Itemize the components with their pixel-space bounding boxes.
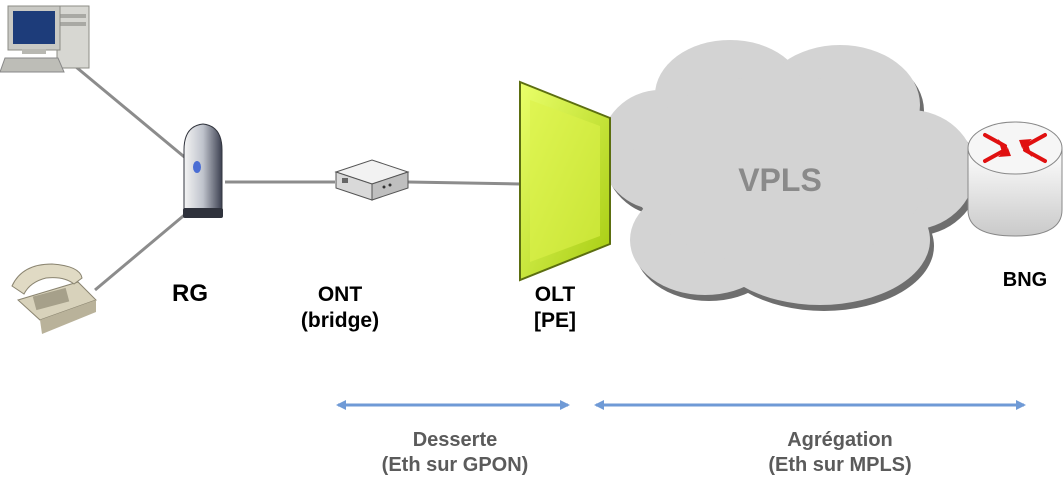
vpls-label: VPLS (738, 162, 822, 198)
agregation-label-line2: (Eth sur MPLS) (768, 454, 912, 476)
desserte-label: Desserte (Eth sur GPON) (340, 428, 570, 478)
agregation-label-line1: Agrégation (787, 429, 893, 451)
olt-label-line2: [PE] (534, 309, 576, 333)
olt-label-line1: OLT (534, 283, 576, 306)
ont-label-line1: ONT (317, 283, 363, 306)
link-phone-rg (94, 210, 189, 292)
residential-gateway-icon (183, 123, 223, 218)
cloud-icon (600, 40, 979, 311)
desserte-label-line1: Desserte (412, 429, 498, 451)
ont-label: ONT (bridge) (280, 282, 400, 335)
link-ont-olt (407, 180, 521, 186)
olt-label: OLT [PE] (515, 282, 595, 335)
computer-icon (0, 5, 90, 73)
router-icon (967, 121, 1063, 237)
desserte-label-line2: (Eth sur GPON) (381, 454, 529, 476)
ont-label-line2: (bridge) (300, 309, 380, 333)
phone-icon (11, 263, 97, 334)
link-computer-rg (69, 60, 189, 162)
agregation-label: Agrégation (Eth sur MPLS) (720, 428, 960, 478)
links (69, 60, 521, 292)
ont-device-icon (334, 159, 410, 201)
bng-label: BNG (1002, 269, 1048, 291)
olt-device-icon (519, 80, 611, 282)
rg-label: RG (172, 280, 208, 307)
